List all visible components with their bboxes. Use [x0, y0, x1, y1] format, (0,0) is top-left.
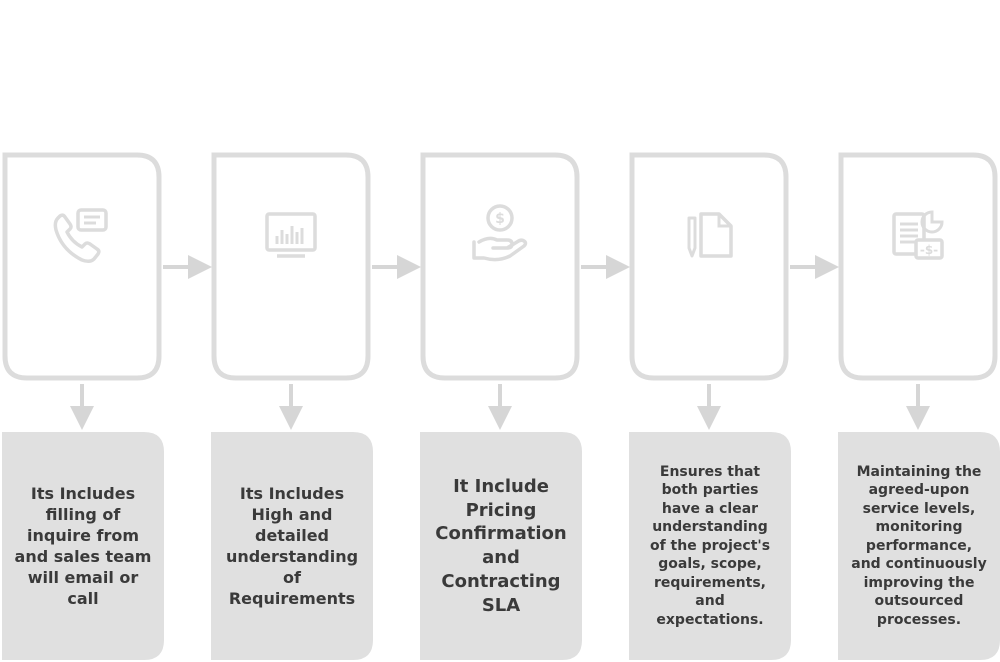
step-card [211, 152, 371, 381]
step-description: Ensures that both parties have a clear u… [649, 463, 771, 628]
description-box [420, 432, 582, 660]
document-pencil-icon [687, 212, 733, 258]
description-box [2, 432, 164, 660]
step-card [420, 152, 580, 381]
description-box [838, 432, 1000, 660]
phone-chat-icon [53, 208, 108, 264]
description-box [211, 432, 373, 660]
step-description: Maintaining the agreed-upon service leve… [851, 463, 987, 628]
svg-text:$: $ [495, 211, 505, 227]
step-description: It Include Pricing Confirmation and Cont… [435, 475, 567, 616]
monitor-chart-icon [265, 212, 317, 258]
report-dollar-icon: -$- [892, 210, 944, 260]
svg-text:-$-: -$- [920, 243, 938, 257]
step-description: Its Includes High and detailed understan… [225, 483, 359, 609]
step-card [2, 152, 162, 381]
step-description: Its Includes filling of inquire from and… [14, 483, 152, 609]
step-card [629, 152, 789, 381]
description-box [629, 432, 791, 660]
step-card [838, 152, 998, 381]
hand-coin-icon: $ [472, 204, 528, 262]
